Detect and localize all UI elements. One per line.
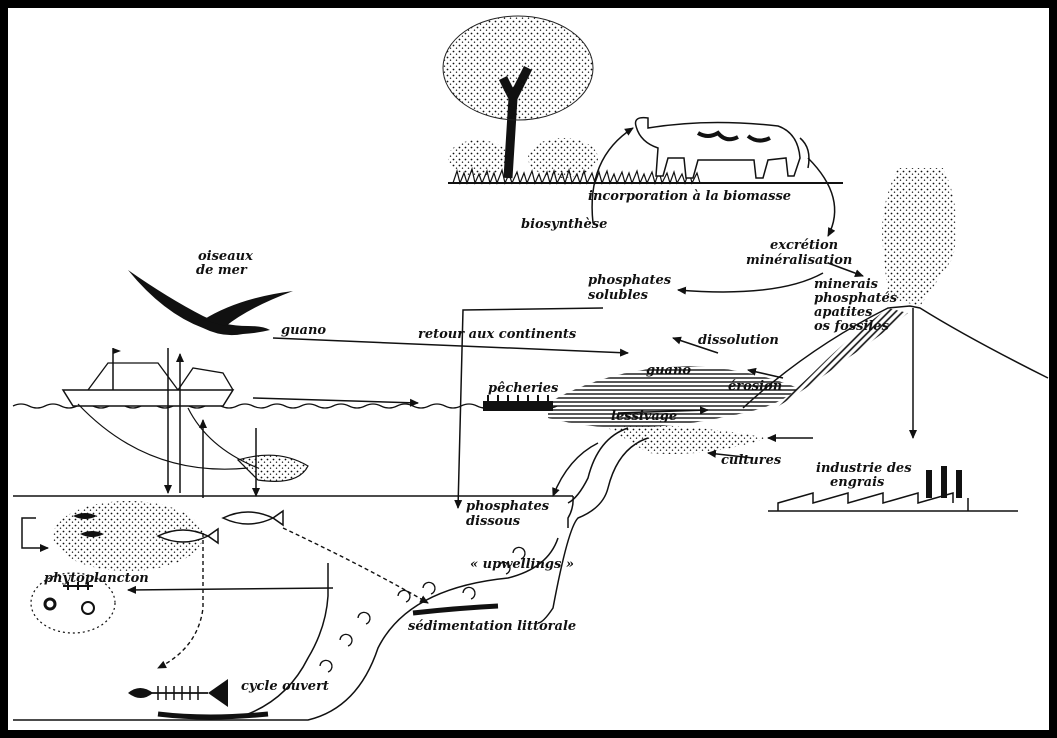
label-crops: cultures — [721, 453, 782, 468]
label-biosynthesis: biosynthèse — [521, 217, 607, 232]
tree-illustration — [443, 16, 598, 178]
label-mineralisation: minéralisation — [746, 253, 852, 268]
pier — [483, 395, 553, 411]
label-incorporation: incorporation à la biomasse — [588, 189, 791, 204]
label-soluble-phosphates-2: solubles — [588, 288, 649, 303]
label-return-continents: retour aux continents — [418, 327, 577, 342]
label-fertilizer-industry-2: engrais — [830, 475, 885, 490]
label-minerals-4: os fossiles — [814, 319, 890, 334]
label-soluble-phosphates-1: phosphates — [588, 273, 672, 288]
phosphorus-cycle-diagram: incorporation à la biomasse biosynthèse … — [8, 8, 1049, 730]
label-guano-deposit: guano — [646, 363, 691, 378]
label-seabirds-1: oiseaux — [198, 249, 253, 264]
label-dissolved-phosphates-2: dissous — [466, 514, 521, 529]
label-guano-arrow: guano — [281, 323, 326, 338]
seabird — [128, 270, 293, 335]
label-erosion: érosion — [728, 379, 782, 394]
arrow-excretion — [808, 158, 835, 236]
label-fisheries: pêcheries — [488, 381, 559, 396]
label-minerals-3: apatites — [814, 305, 873, 320]
arrow-loop-school — [22, 518, 48, 548]
cow-illustration — [636, 118, 810, 178]
label-upwellings: « upwellings » — [470, 557, 574, 572]
arrow-phytoplankton — [128, 588, 333, 590]
continent-landmass — [538, 366, 798, 623]
label-minerals-2: phosphatés — [814, 291, 898, 306]
diagram-labels: incorporation à la biomasse biosynthèse … — [44, 189, 912, 694]
fishing-boat — [63, 348, 308, 481]
arrow-sedimentation — [283, 528, 428, 603]
label-fertilizer-industry-1: industrie des — [816, 461, 912, 476]
dashed-arrows — [158, 528, 428, 668]
label-open-cycle: cycle ouvert — [241, 679, 329, 694]
label-littoral-sedimentation: sédimentation littorale — [408, 619, 576, 634]
label-minerals-1: minerais — [814, 277, 879, 292]
arrow-fishing — [253, 398, 418, 403]
label-dissolution: dissolution — [698, 333, 779, 348]
label-leaching: lessivage — [611, 409, 677, 424]
arrow-to-soluble — [678, 273, 823, 292]
label-dissolved-phosphates-1: phosphates — [466, 499, 550, 514]
label-phytoplankton: phytoplancton — [44, 571, 149, 586]
label-excretion: excrétion — [770, 238, 838, 253]
label-seabirds-2: de mer — [196, 263, 248, 278]
fish-skeleton — [128, 679, 228, 707]
fish-school-plankton — [31, 501, 283, 633]
